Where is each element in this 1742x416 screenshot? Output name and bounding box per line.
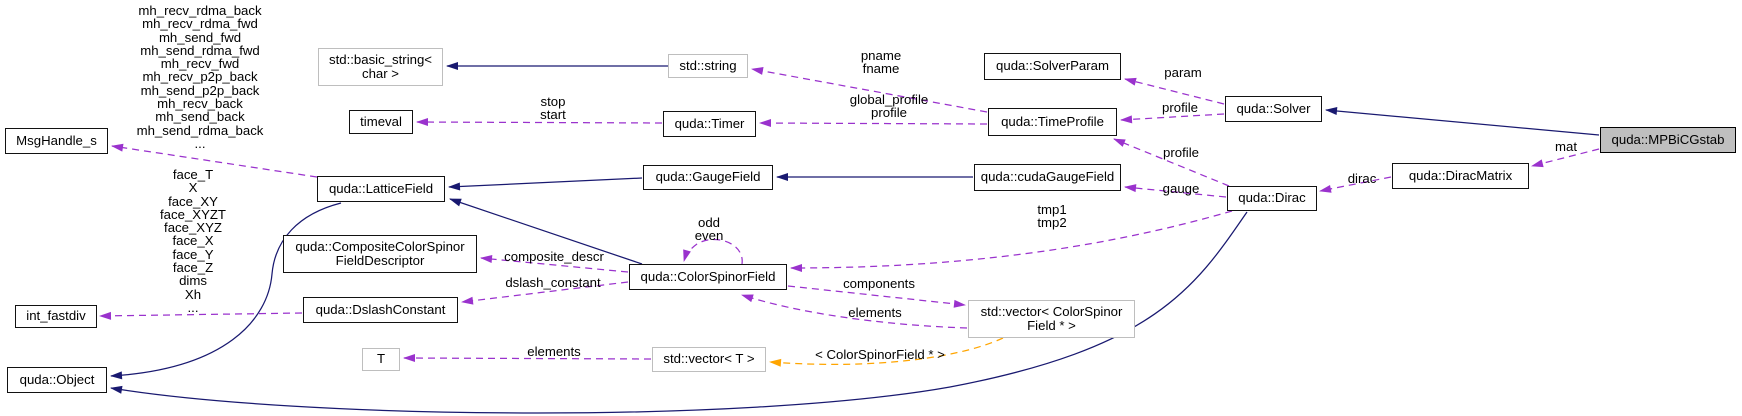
edge-usage-quda-dirac-to-quda-timeprofile bbox=[1113, 138, 1230, 187]
edge-label-dirac: dirac bbox=[1347, 171, 1377, 186]
class-node-quda-cudagaugefield[interactable]: quda::cudaGaugeField bbox=[974, 164, 1121, 191]
edge-usage-quda-timeprofile-to-quda-timer bbox=[759, 119, 988, 128]
class-node-quda-solverparam[interactable]: quda::SolverParam bbox=[984, 53, 1121, 80]
edge-inheritance-quda-dirac-to-quda-object bbox=[110, 211, 1248, 414]
edge-label-mat: mat bbox=[1555, 139, 1577, 154]
edge-usage-quda-latticefield-to-msghandle-s bbox=[111, 143, 318, 178]
edge-label-tmp1-tmp2: tmp1 tmp2 bbox=[1037, 202, 1067, 231]
class-node-std-vector-colorspinorfield: std::vector< ColorSpinor Field * > bbox=[968, 300, 1135, 338]
class-node-quda-object[interactable]: quda::Object bbox=[7, 367, 107, 393]
edge-label-stop-start: stop start bbox=[540, 94, 566, 123]
edge-label-face-members: face_T X face_XY face_XYZT face_XYZ face… bbox=[160, 167, 226, 315]
edge-label-gauge: gauge bbox=[1162, 181, 1200, 196]
class-node-quda-compositecolorspinorfielddescriptor[interactable]: quda::CompositeColorSpinor FieldDescript… bbox=[283, 235, 477, 273]
class-node-quda-dirac[interactable]: quda::Dirac bbox=[1227, 186, 1317, 211]
class-node-std-basic-string: std::basic_string< char > bbox=[318, 48, 443, 86]
edge-inheritance-quda-gaugefield-to-quda-latticefield bbox=[448, 177, 643, 191]
edge-inheritance-quda-colorspinorfield-to-quda-latticefield bbox=[449, 198, 643, 265]
edge-usage-quda-solver-to-quda-solverparam bbox=[1124, 77, 1225, 105]
edge-label-template-args: < ColorSpinorField * > bbox=[815, 347, 945, 362]
edge-usage-quda-colorspinorfield-to-quda-compositecolorspinorfielddescriptor bbox=[480, 255, 629, 273]
edge-label-pname-fname: pname fname bbox=[860, 48, 902, 77]
edge-usage-quda-timer-to-timeval bbox=[416, 118, 663, 127]
class-node-msghandle-s[interactable]: MsgHandle_s bbox=[5, 128, 108, 154]
edge-label-elements-colorspinorfield: elements bbox=[848, 305, 902, 320]
edge-label-profile-solver: profile bbox=[1162, 100, 1198, 115]
class-node-std-string: std::string bbox=[668, 54, 748, 78]
edge-label-odd-even: odd even bbox=[694, 215, 724, 244]
edge-usage-quda-dirac-to-quda-colorspinorfield bbox=[790, 210, 1233, 272]
edge-label-components: components bbox=[843, 276, 915, 291]
edge-usage-quda-diracmatrix-to-quda-dirac bbox=[1319, 176, 1392, 193]
edge-usage-quda-dirac-to-quda-cudagaugefield bbox=[1124, 184, 1227, 198]
edge-usage-std-vector-t-to-t bbox=[403, 354, 652, 363]
class-node-std-vector-t: std::vector< T > bbox=[652, 347, 766, 372]
edge-inheritance-quda-latticefield-to-quda-object bbox=[110, 202, 342, 380]
edge-label-global-profile-profile: global_profile profile bbox=[849, 92, 929, 121]
edge-usage-quda-timeprofile-to-std-string bbox=[751, 67, 988, 113]
edge-label-profile-dirac: profile bbox=[1163, 145, 1199, 160]
class-node-int-fastdiv[interactable]: int_fastdiv bbox=[15, 305, 97, 328]
edge-label-dslash-constant: dslash_constant bbox=[505, 275, 601, 290]
class-node-quda-colorspinorfield[interactable]: quda::ColorSpinorField bbox=[629, 264, 787, 290]
class-node-timeval[interactable]: timeval bbox=[349, 110, 413, 134]
edge-inheritance-quda-mpbicgstab-to-quda-solver bbox=[1325, 107, 1600, 136]
edge-template-std-vector-colorspinorfield-to-std-vector-t bbox=[769, 337, 1004, 367]
class-node-quda-latticefield[interactable]: quda::LatticeField bbox=[317, 176, 445, 202]
class-node-quda-timeprofile[interactable]: quda::TimeProfile bbox=[988, 108, 1117, 136]
class-node-quda-diracmatrix[interactable]: quda::DiracMatrix bbox=[1392, 163, 1529, 189]
edge-label-mh-members: mh_recv_rdma_back mh_recv_rdma_fwd mh_se… bbox=[136, 3, 264, 151]
class-node-quda-timer[interactable]: quda::Timer bbox=[663, 111, 756, 137]
edge-usage-quda-colorspinorfield-to-quda-colorspinorfield bbox=[683, 239, 743, 265]
edge-usage-quda-dslashconstant-to-int-fastdiv bbox=[99, 311, 303, 320]
edge-label-param: param bbox=[1164, 65, 1202, 80]
edge-usage-quda-colorspinorfield-to-std-vector-colorspinorfield bbox=[787, 285, 966, 308]
class-node-quda-solver[interactable]: quda::Solver bbox=[1225, 96, 1322, 122]
edge-label-composite-descr: composite_descr bbox=[504, 249, 604, 264]
class-node-quda-gaugefield[interactable]: quda::GaugeField bbox=[643, 165, 773, 190]
edge-usage-std-vector-colorspinorfield-to-quda-colorspinorfield bbox=[741, 294, 968, 329]
edge-usage-quda-colorspinorfield-to-quda-dslashconstant bbox=[461, 281, 629, 305]
class-node-quda-mpbicgstab: quda::MPBiCGstab bbox=[1600, 127, 1736, 153]
edge-usage-quda-solver-to-quda-timeprofile bbox=[1120, 113, 1225, 124]
edge-label-elements-t: elements bbox=[527, 344, 581, 359]
class-node-t: T bbox=[362, 348, 400, 371]
class-node-quda-dslashconstant[interactable]: quda::DslashConstant bbox=[303, 297, 458, 323]
